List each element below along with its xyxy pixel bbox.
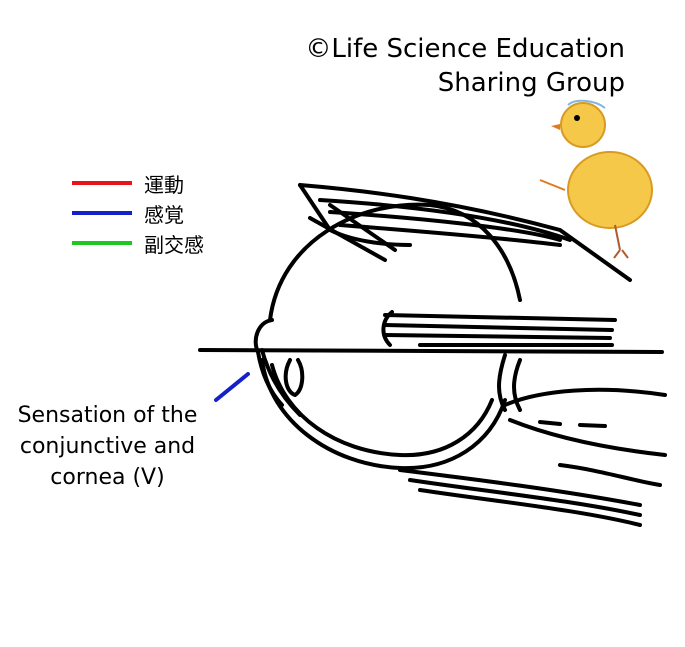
horizontal-muscle bbox=[383, 313, 617, 322]
copyright-notice: ©Life Science Education Sharing Group bbox=[305, 32, 625, 100]
caption-pointer-line bbox=[214, 372, 250, 402]
legend-item-sensory: 感覚 bbox=[72, 198, 204, 228]
legend-label-motor: 運動 bbox=[144, 172, 184, 197]
caption-line-3: cornea (V) bbox=[50, 465, 165, 490]
legend-swatch-sensory bbox=[72, 211, 132, 215]
chick-illustration bbox=[539, 99, 653, 259]
legend-item-motor: 運動 bbox=[72, 168, 204, 198]
caption-line-2: conjunctive and bbox=[19, 434, 196, 459]
eyeball-lower-outline bbox=[260, 358, 507, 471]
eyeball-outline bbox=[268, 202, 522, 322]
cornea bbox=[253, 318, 284, 407]
copyright-line-2: Sharing Group bbox=[437, 68, 625, 98]
legend: 運動 感覚 副交感 bbox=[72, 168, 204, 258]
axis-line bbox=[198, 348, 664, 354]
legend-swatch-parasympathetic bbox=[72, 241, 132, 245]
optic-nerve bbox=[503, 387, 667, 407]
legend-label-parasympathetic: 副交感 bbox=[144, 232, 204, 257]
optic-nerve-junction bbox=[497, 353, 507, 412]
legend-item-parasympathetic: 副交感 bbox=[72, 228, 204, 258]
legend-label-sensory: 感覚 bbox=[144, 202, 184, 227]
caption: Sensation of the conjunctive and cornea … bbox=[0, 400, 215, 493]
legend-swatch-motor bbox=[72, 181, 132, 185]
inferior-muscle bbox=[398, 468, 642, 507]
copyright-line-1: ©Life Science Education bbox=[305, 34, 625, 64]
lens bbox=[283, 358, 305, 397]
superior-muscle bbox=[298, 183, 632, 282]
caption-line-1: Sensation of the bbox=[17, 403, 198, 428]
